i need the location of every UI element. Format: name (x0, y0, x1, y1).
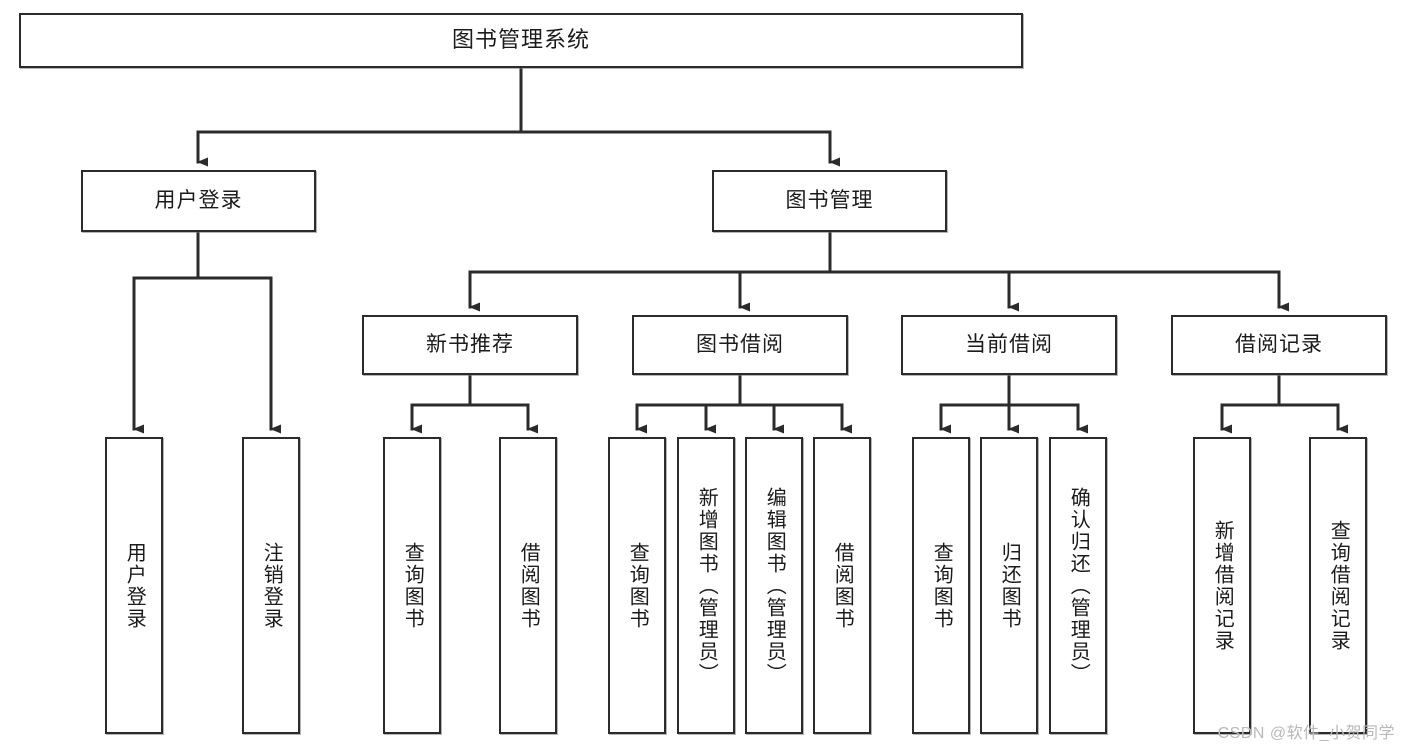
node-leaf-user-login-login[interactable]: 用户登录 (105, 437, 163, 734)
node-leaf-label: 借阅图书 (517, 541, 540, 630)
node-leaf-newbook-borrow-book[interactable]: 借阅图书 (499, 437, 557, 734)
node-leaf-label: 借阅图书 (831, 541, 854, 630)
node-leaf-currentborrow-return-book[interactable]: 归还图书 (980, 437, 1038, 734)
node-leaf-borrowrecords-add-record[interactable]: 新增借阅记录 (1193, 437, 1251, 734)
node-leaf-label: 查询图书 (930, 541, 953, 630)
node-leaf-label: 查询图书 (401, 541, 424, 630)
node-leaf-label: 查询图书 (626, 541, 649, 630)
csdn-watermark: CSDN @软件_小贺同学 (1217, 725, 1395, 742)
node-leaf-label: 查询借阅记录 (1327, 519, 1350, 652)
node-new-book-recommend[interactable]: 新书推荐 (362, 315, 578, 375)
node-leaf-user-login-logout[interactable]: 注销登录 (242, 437, 300, 734)
node-leaf-bookborrow-add-book-admin[interactable]: 新增图书（管理员） (677, 437, 735, 734)
node-leaf-label: 新增图书（管理员） (695, 486, 718, 685)
node-leaf-label: 新增借阅记录 (1211, 519, 1234, 652)
node-current-borrow[interactable]: 当前借阅 (901, 315, 1117, 375)
node-book-borrow[interactable]: 图书借阅 (632, 315, 848, 375)
node-leaf-currentborrow-confirm-return-admin[interactable]: 确认归还（管理员） (1049, 437, 1107, 734)
node-leaf-label: 编辑图书（管理员） (763, 486, 786, 685)
node-leaf-bookborrow-borrow-book[interactable]: 借阅图书 (813, 437, 871, 734)
node-user-login[interactable]: 用户登录 (81, 170, 316, 232)
node-leaf-label: 确认归还（管理员） (1067, 486, 1090, 685)
node-leaf-newbook-query-book[interactable]: 查询图书 (383, 437, 441, 734)
node-leaf-bookborrow-query-book[interactable]: 查询图书 (608, 437, 666, 734)
node-leaf-label: 用户登录 (123, 541, 146, 630)
node-book-management[interactable]: 图书管理 (712, 170, 947, 232)
node-root-system[interactable]: 图书管理系统 (19, 13, 1023, 68)
node-borrow-records[interactable]: 借阅记录 (1171, 315, 1387, 375)
node-leaf-borrowrecords-query-record[interactable]: 查询借阅记录 (1309, 437, 1367, 734)
node-leaf-label: 归还图书 (998, 541, 1021, 630)
node-leaf-label: 注销登录 (260, 541, 283, 630)
node-leaf-currentborrow-query-book[interactable]: 查询图书 (912, 437, 970, 734)
node-leaf-bookborrow-edit-book-admin[interactable]: 编辑图书（管理员） (745, 437, 803, 734)
